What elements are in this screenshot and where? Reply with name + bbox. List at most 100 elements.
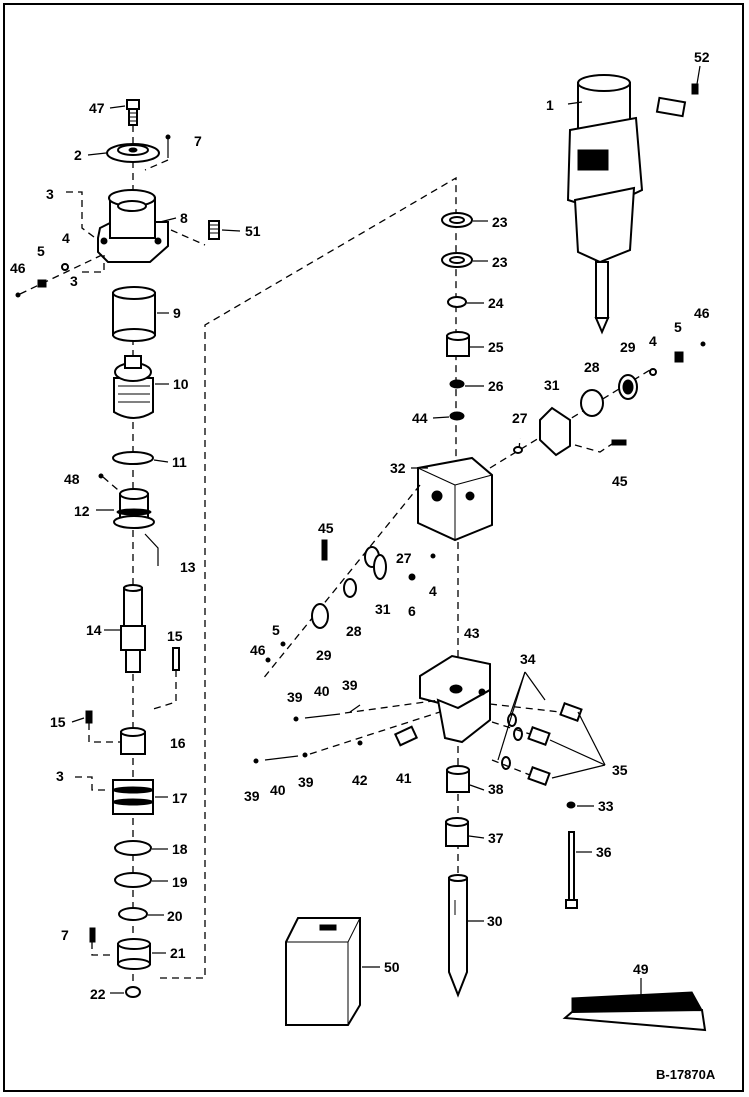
part-10-filter <box>113 355 154 419</box>
callout-23-b: 23 <box>492 254 508 270</box>
part-9-sleeve <box>112 286 156 342</box>
drawing-reference-code: B-17870A <box>656 1067 716 1082</box>
callout-30: 30 <box>487 913 503 929</box>
callout-9: 9 <box>173 305 181 321</box>
callout-35: 35 <box>612 762 628 778</box>
callout-27-right: 27 <box>512 410 528 426</box>
callout-43: 43 <box>464 625 480 641</box>
part-45-bolt-left <box>321 539 328 561</box>
callout-32: 32 <box>390 460 406 476</box>
callout-5-right: 5 <box>674 319 682 335</box>
callout-37: 37 <box>488 830 504 846</box>
part-32-valve-body <box>417 456 493 542</box>
callout-5-low: 5 <box>272 622 280 638</box>
callout-3-low: 3 <box>56 768 64 784</box>
part-29-cap-left <box>311 603 329 629</box>
part-36-long-bolt <box>565 831 578 909</box>
part-52-plate <box>655 83 699 118</box>
callout-40-b: 40 <box>270 782 286 798</box>
callout-leaders <box>71 65 701 996</box>
left-fittings <box>15 191 105 298</box>
part-12-valve-seat <box>98 473 155 529</box>
part-2-cap <box>106 143 160 163</box>
part-16-bushing <box>120 727 146 755</box>
breaker-assembly <box>566 74 699 335</box>
callout-42: 42 <box>352 772 368 788</box>
part-15-pins <box>85 647 180 743</box>
callout-23-a: 23 <box>492 214 508 230</box>
callout-46-right: 46 <box>694 305 710 321</box>
part-7-pin-top <box>144 134 171 171</box>
callout-31-left: 31 <box>375 601 391 617</box>
center-column-parts <box>253 212 706 998</box>
callout-7-low: 7 <box>61 927 69 943</box>
callout-26: 26 <box>488 378 504 394</box>
part-31-cover-right <box>539 406 571 457</box>
part-28-plug-right <box>580 389 604 417</box>
part-13-dowel <box>144 533 159 566</box>
part-8-housing <box>97 189 169 263</box>
callout-39-c: 39 <box>244 788 260 804</box>
callout-4-left: 4 <box>62 230 70 246</box>
part-18-ring <box>114 840 152 856</box>
part-28-plug-left <box>343 578 357 598</box>
callout-50: 50 <box>384 959 400 975</box>
callout-7-top: 7 <box>194 133 202 149</box>
callout-38: 38 <box>488 781 504 797</box>
callout-29-left: 29 <box>316 647 332 663</box>
part-1-breaker <box>566 74 644 335</box>
part-49-decal <box>562 991 707 1032</box>
callout-6: 6 <box>408 603 416 619</box>
callout-18: 18 <box>172 841 188 857</box>
callout-17: 17 <box>172 790 188 806</box>
callout-11: 11 <box>172 454 187 470</box>
callout-12: 12 <box>74 503 90 519</box>
callout-2: 2 <box>74 147 82 163</box>
callout-labels: 1 52 47 2 7 3 8 51 4 5 46 3 9 10 11 48 1… <box>10 49 716 1082</box>
callout-48: 48 <box>64 471 80 487</box>
part-20-ring <box>118 907 148 921</box>
callout-52: 52 <box>694 49 710 65</box>
part-26-ring <box>449 379 465 389</box>
callout-45-right: 45 <box>612 473 628 489</box>
callout-51: 51 <box>245 223 261 239</box>
callout-24: 24 <box>488 295 504 311</box>
callout-1: 1 <box>546 97 554 113</box>
callout-47: 47 <box>89 100 105 116</box>
callout-15-right: 15 <box>167 628 183 644</box>
callout-22: 22 <box>90 986 106 1002</box>
callout-10: 10 <box>173 376 189 392</box>
callout-44: 44 <box>412 410 428 426</box>
part-37-bushing <box>445 817 469 847</box>
part-51-spring <box>170 220 220 246</box>
callout-41: 41 <box>396 770 412 786</box>
callout-21: 21 <box>170 945 186 961</box>
part-39-40-41-42 <box>253 699 441 764</box>
callout-39-b: 39 <box>342 677 358 693</box>
callout-28-left: 28 <box>346 623 362 639</box>
diagram-frame <box>3 3 744 1092</box>
callout-40-a: 40 <box>314 683 330 699</box>
part-38-bushing <box>446 765 470 793</box>
callout-25: 25 <box>488 339 504 355</box>
callout-3-mid: 3 <box>70 273 78 289</box>
part-34-35-fasteners <box>489 671 606 786</box>
callout-3-top: 3 <box>46 186 54 202</box>
left-column-parts <box>15 99 220 998</box>
part-30-tool-bit <box>448 874 468 998</box>
callout-45-left: 45 <box>318 520 334 536</box>
callout-36: 36 <box>596 844 612 860</box>
part-17-packing <box>75 776 154 815</box>
callout-46-low: 46 <box>250 642 266 658</box>
callout-29-right: 29 <box>620 339 636 355</box>
callout-39-d: 39 <box>298 774 314 790</box>
part-44-ring <box>449 411 465 421</box>
part-25-valve <box>446 331 470 357</box>
callout-33: 33 <box>598 798 614 814</box>
part-31-cover-left <box>373 554 387 580</box>
callout-14: 14 <box>86 622 102 638</box>
callout-46-left: 46 <box>10 260 26 276</box>
part-24-ring <box>447 296 467 308</box>
callout-13: 13 <box>180 559 196 575</box>
